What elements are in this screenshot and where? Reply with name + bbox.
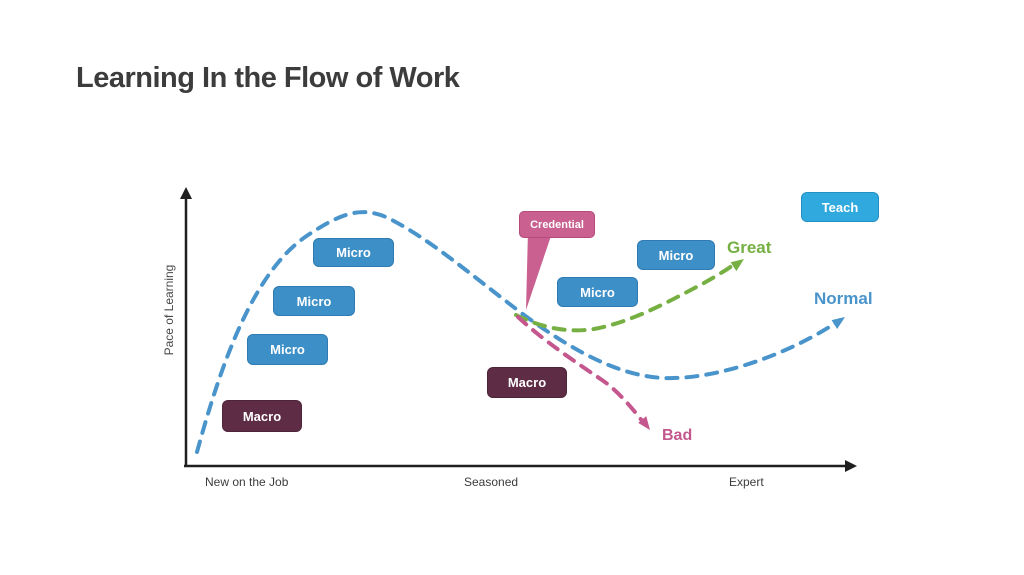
macro-box-2: Macro [487, 367, 567, 398]
normal-label: Normal [814, 289, 873, 308]
normal-curve [195, 210, 842, 454]
micro-box-1: Micro [247, 334, 328, 365]
x-axis-label-seasoned: Seasoned [464, 475, 519, 489]
normal-arrowhead-icon [831, 317, 845, 329]
x-axis-label-expert: Expert [729, 475, 764, 489]
y-axis-label: Pace of Learning [162, 264, 176, 356]
bad-arrowhead-icon [638, 416, 650, 430]
macro-box-1: Macro [222, 400, 302, 432]
credential-box: Credential [519, 211, 595, 238]
slide-title: Learning In the Flow of Work [76, 62, 460, 94]
bad-curve [516, 315, 645, 424]
x-axis-arrowhead-icon [845, 460, 857, 472]
micro-box-2: Micro [273, 286, 355, 316]
x-axis-label-new-on-the-job: New on the Job [205, 475, 289, 489]
teach-box: Teach [801, 192, 879, 222]
great-arrowhead-icon [730, 259, 744, 272]
micro-box-5: Micro [637, 240, 715, 270]
bad-label: Bad [662, 427, 693, 444]
micro-box-4: Micro [557, 277, 638, 307]
micro-box-3: Micro [313, 238, 394, 267]
credential-pointer [526, 230, 553, 310]
great-label: Great [727, 238, 772, 257]
y-axis-arrowhead-icon [180, 187, 192, 199]
great-curve [514, 261, 738, 333]
